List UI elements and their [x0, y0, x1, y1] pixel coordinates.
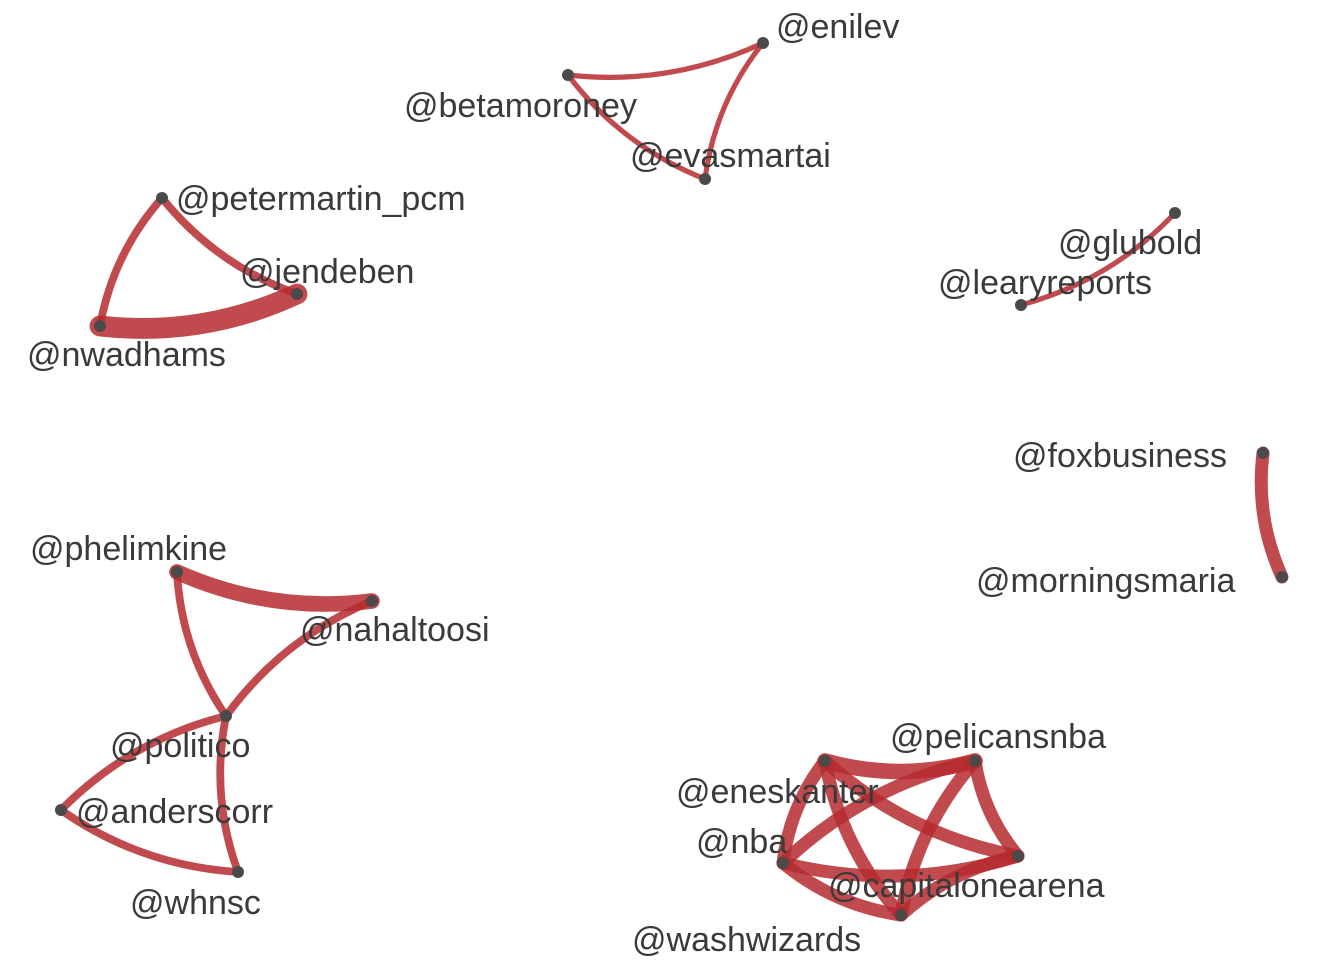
node-label-anderscorr: @anderscorr — [76, 793, 273, 831]
node-label-evasmartai: @evasmartai — [630, 137, 831, 175]
edge-layer — [57, 40, 1289, 922]
node-washwizards — [895, 909, 907, 921]
edge-eneskanter-capitalonearena — [818, 754, 1025, 863]
node-label-capitalonearena: @capitalonearena — [828, 867, 1105, 905]
edge-learyreports-glubold — [1018, 210, 1178, 308]
edge-petermartin_pcm-jendeben — [158, 194, 301, 298]
node-label-eneskanter: @eneskanter — [676, 773, 879, 811]
node-evasmartai — [699, 173, 711, 185]
edge-enilev-evasmartai — [702, 40, 766, 182]
edge-phelimkine-nahaltoosi — [169, 564, 380, 612]
edge-anderscorr-whnsc — [57, 806, 242, 876]
edge-eneskanter-nba — [776, 754, 832, 870]
node-glubold — [1169, 207, 1181, 219]
node-label-foxbusiness: @foxbusiness — [1013, 437, 1227, 475]
edge-pelicansnba-capitalonearena — [968, 754, 1025, 863]
node-label-betamoroney: @betamoroney — [404, 87, 637, 125]
edge-betamoroney-evasmartai — [565, 72, 708, 182]
node-layer — [55, 37, 1288, 921]
node-label-nwadhams: @nwadhams — [27, 336, 226, 374]
edge-betamoroney-enilev — [565, 40, 766, 80]
node-label-glubold: @glubold — [1058, 224, 1202, 262]
node-enilev — [757, 37, 769, 49]
node-capitalonearena — [1012, 850, 1024, 862]
node-phelimkine — [171, 566, 183, 578]
node-eneskanter — [819, 755, 831, 767]
node-whnsc — [232, 866, 244, 878]
node-politico — [220, 710, 232, 722]
edge-pelicansnba-nba — [776, 754, 982, 870]
node-label-politico: @politico — [110, 727, 250, 765]
node-label-pelicansnba: @pelicansnba — [890, 718, 1106, 756]
node-label-whnsc: @whnsc — [130, 884, 261, 922]
node-nba — [777, 857, 789, 869]
edge-nwadhams-jendeben — [89, 283, 308, 339]
node-label-petermartin_pcm: @petermartin_pcm — [176, 180, 466, 218]
edge-nahaltoosi-politico — [222, 597, 376, 720]
edge-foxbusiness-morningsmaria — [1254, 446, 1289, 584]
edge-pelicansnba-washwizards — [894, 754, 982, 922]
edge-politico-anderscorr — [57, 712, 230, 814]
node-morningsmaria — [1276, 571, 1288, 583]
node-label-nahaltoosi: @nahaltoosi — [300, 611, 490, 649]
node-petermartin_pcm — [156, 192, 168, 204]
node-foxbusiness — [1257, 447, 1269, 459]
node-label-nba: @nba — [696, 823, 787, 861]
node-label-phelimkine: @phelimkine — [30, 530, 227, 568]
node-learyreports — [1015, 299, 1027, 311]
node-label-learyreports: @learyreports — [938, 264, 1152, 302]
node-betamoroney — [562, 69, 574, 81]
node-nwadhams — [94, 320, 106, 332]
node-pelicansnba — [969, 755, 981, 767]
edge-eneskanter-washwizards — [818, 754, 908, 922]
node-label-morningsmaria: @morningsmaria — [976, 562, 1235, 600]
edge-capitalonearena-washwizards — [894, 849, 1025, 922]
node-label-enilev: @enilev — [776, 8, 899, 46]
node-nahaltoosi — [366, 595, 378, 607]
edge-politico-whnsc — [216, 712, 242, 876]
edge-petermartin_pcm-nwadhams — [96, 194, 166, 330]
node-label-jendeben: @jendeben — [240, 253, 414, 291]
node-label-washwizards: @washwizards — [632, 921, 861, 959]
node-jendeben — [291, 288, 303, 300]
node-anderscorr — [55, 804, 67, 816]
edge-phelimkine-politico — [173, 568, 230, 720]
edge-nba-washwizards — [776, 856, 908, 922]
label-layer: @enilev @betamoroney @evasmartai @petermart… — [27, 8, 1235, 959]
